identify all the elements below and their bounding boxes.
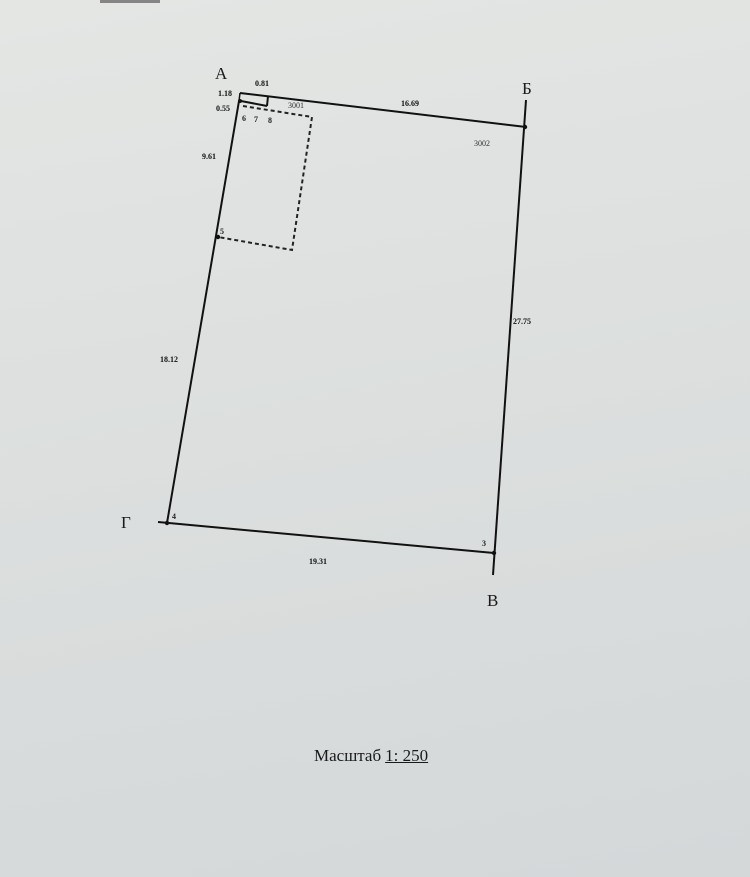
- point-number-5: 5: [220, 227, 224, 236]
- node-5: [215, 234, 221, 240]
- scale-value: 1: 250: [385, 746, 429, 765]
- top-boundary-line: [239, 92, 527, 128]
- point-number-8: 8: [268, 116, 272, 125]
- top-edge-mark: [100, 0, 160, 3]
- dim-top-notch-horizontal: 0.81: [255, 79, 269, 88]
- corner-label-g: Г: [121, 513, 131, 532]
- dim-left-upper: 9.61: [202, 152, 216, 161]
- scale-label: Масштаб: [314, 746, 382, 765]
- point-number-7: 7: [254, 115, 258, 124]
- node-4: [164, 520, 170, 526]
- point-number-4: 4: [172, 512, 176, 521]
- dim-top-edge: 16.69: [401, 99, 419, 108]
- notch-tick: [266, 95, 269, 107]
- node-6: [238, 99, 242, 103]
- building-contour-dashed: [217, 105, 314, 252]
- dim-top-notch-vertical: 1.18: [218, 89, 232, 98]
- point-number-6: 6: [242, 114, 246, 123]
- left-boundary-line: [166, 100, 240, 524]
- notch-bottom: [240, 100, 268, 107]
- corner-label-v: В: [487, 591, 498, 610]
- parcel-number-3001: 3001: [288, 101, 304, 110]
- corner-label-b: Б: [522, 79, 532, 98]
- dim-bottom-edge: 19.31: [309, 557, 327, 566]
- dim-right-edge: 27.75: [513, 317, 531, 326]
- bottom-boundary-line: [157, 521, 495, 554]
- point-number-3: 3: [482, 539, 486, 548]
- node-b: [522, 124, 528, 130]
- parcel-number-3002: 3002: [474, 139, 490, 148]
- dim-inner-notch: 0.55: [216, 104, 230, 113]
- dim-left-lower: 18.12: [160, 355, 178, 364]
- node-3: [491, 550, 497, 556]
- right-boundary-line: [492, 99, 527, 576]
- corner-label-a: А: [215, 64, 228, 83]
